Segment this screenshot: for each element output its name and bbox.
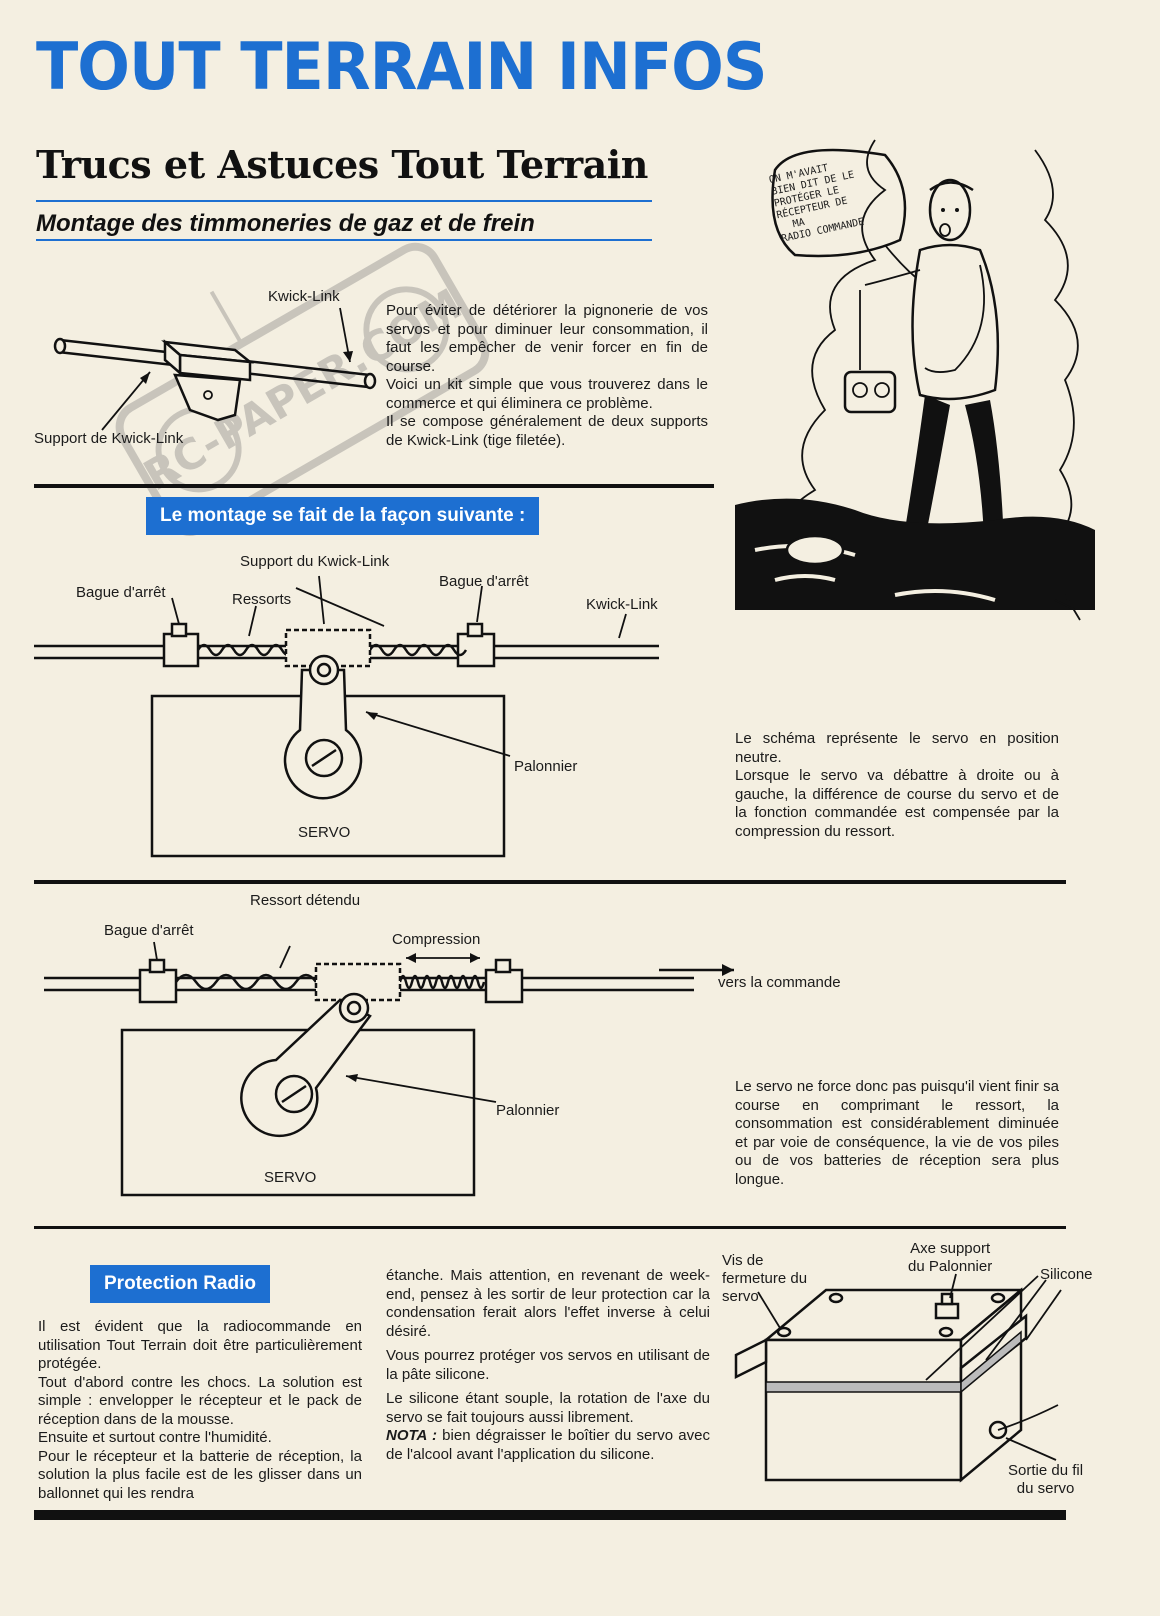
protection-column-2: étanche. Mais attention, en revenant de … <box>386 1267 710 1464</box>
separator-rule <box>34 484 714 488</box>
label-servo: SERVO <box>264 1169 317 1186</box>
article-subtitle: Trucs et Astuces Tout Terrain <box>36 142 648 187</box>
montage-paragraph: Lorsque le servo va débattre à droite ou… <box>735 767 1059 840</box>
label-line: Sortie du fil <box>1008 1462 1084 1479</box>
protection-paragraph: Vous pourrez protéger vos servos en util… <box>386 1347 710 1383</box>
nota-label: NOTA : <box>386 1427 437 1444</box>
label-vers-la-commande: vers la commande <box>718 974 841 991</box>
label-line: Vis de <box>722 1252 764 1269</box>
separator-rule <box>34 1226 1066 1229</box>
montage-diagram <box>34 575 659 858</box>
protection-banner: Protection Radio <box>90 1265 271 1303</box>
label-kwick-link: Kwick-Link <box>586 596 658 613</box>
label-line: Axe support <box>910 1240 991 1257</box>
label-palonnier: Palonnier <box>514 758 578 775</box>
label-compression: Compression <box>392 931 481 948</box>
nota-paragraph: NOTA : bien dégraisser le boîtier du ser… <box>386 1427 710 1464</box>
protection-paragraph: Il est évident que la radiocommande en u… <box>38 1318 362 1372</box>
compression-text: Le servo ne force donc pas puisqu'il vie… <box>735 1078 1059 1188</box>
label-servo: SERVO <box>298 824 351 841</box>
label-line: du servo <box>1016 1480 1075 1497</box>
label-axe-support: Axe support du Palonnier <box>908 1240 992 1276</box>
label-palonnier: Palonnier <box>496 1102 560 1119</box>
label-line: du Palonnier <box>908 1258 993 1275</box>
label-bague-arret: Bague d'arrêt <box>76 584 166 601</box>
label-bague-arret: Bague d'arrêt <box>104 922 194 939</box>
cartoon-illustration <box>735 139 1095 621</box>
section-rule <box>36 239 652 241</box>
label-vis-fermeture: Vis de fermeture du servo <box>722 1252 807 1306</box>
label-line: fermeture du <box>722 1270 808 1287</box>
protection-paragraph: Le silicone étant souple, la rotation de… <box>386 1390 710 1426</box>
label-sortie-fil: Sortie du fil du servo <box>1008 1462 1083 1498</box>
montage-banner: Le montage se fait de la façon suivante … <box>146 497 540 535</box>
protection-paragraph: Pour le récepteur et la batterie de réce… <box>38 1447 362 1502</box>
compression-diagram <box>44 941 734 1197</box>
intro-text: Pour éviter de détériorer la pignonerie … <box>386 302 708 450</box>
section-title: Montage des timmoneries de gaz et de fre… <box>36 210 535 237</box>
protection-column-1: Il est évident que la radiocommande en u… <box>38 1318 362 1503</box>
label-silicone: Silicone <box>1040 1266 1093 1283</box>
label-line: servo <box>722 1288 759 1305</box>
nota-text: bien dégraisser le boîtier du servo avec… <box>386 1427 710 1463</box>
protection-paragraph: étanche. Mais attention, en revenant de … <box>386 1267 710 1340</box>
label-ressorts: Ressorts <box>232 591 292 608</box>
intro-paragraph: Il se compose généralement de deux suppo… <box>386 413 708 449</box>
subtitle-rule <box>36 200 652 202</box>
footer-rule <box>34 1510 1066 1520</box>
protection-paragraph: Ensuite et surtout contre l'humidité. <box>38 1429 272 1446</box>
label-ressort-detendu: Ressort détendu <box>250 892 361 909</box>
intro-paragraph: Pour éviter de détériorer la pignonerie … <box>386 302 708 375</box>
label-support-kwick-link: Support de Kwick-Link <box>34 430 184 447</box>
label-kwick-link: Kwick-Link <box>268 288 340 305</box>
intro-paragraph: Voici un kit simple que vous trouverez d… <box>386 376 708 412</box>
masthead: TOUT TERRAIN INFOS <box>36 28 768 105</box>
servo-box-figure <box>734 1273 1062 1483</box>
label-support-kwick-link: Support du Kwick-Link <box>240 553 390 570</box>
label-bague-arret: Bague d'arrêt <box>439 573 529 590</box>
kwick-link-support-figure <box>53 307 377 431</box>
protection-paragraph: Tout d'abord contre les chocs. La soluti… <box>38 1373 362 1428</box>
montage-paragraph: Le schéma représente le servo en positio… <box>735 730 1059 766</box>
separator-rule <box>34 880 1066 884</box>
montage-text: Le schéma représente le servo en positio… <box>735 730 1059 841</box>
